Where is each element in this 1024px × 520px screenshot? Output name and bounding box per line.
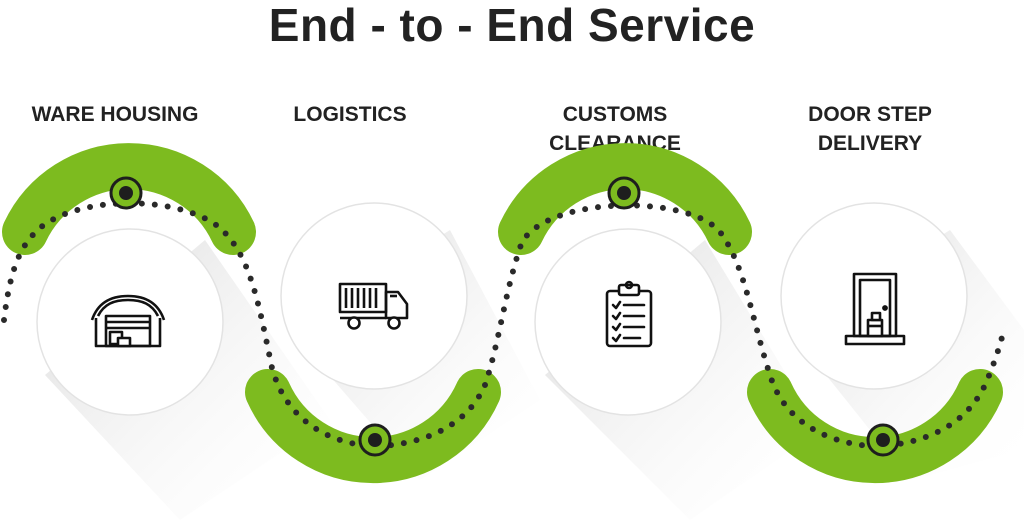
- step-label-warehousing: WARE HOUSING: [31, 103, 199, 126]
- clipboard-checklist-icon: [605, 280, 653, 348]
- step-circle-2: [280, 202, 468, 390]
- page-title: End - to - End Service: [268, 0, 756, 51]
- arc-marker-3: [607, 176, 641, 210]
- truck-icon: [338, 282, 409, 330]
- warehouse-icon: [90, 294, 166, 348]
- step-circle-4: [780, 202, 968, 390]
- step-label-door-step-delivery: DOOR STEP DELIVERY: [808, 103, 932, 155]
- door-package-icon: [844, 272, 906, 346]
- arc-marker-2: [358, 423, 392, 457]
- arc-marker-1: [109, 176, 143, 210]
- accent-arc-bottom-2: [245, 369, 501, 484]
- dotted-connector: [1, 200, 1007, 450]
- step-label-logistics: LOGISTICS: [293, 103, 407, 126]
- accent-arc-top-3: [498, 143, 752, 255]
- arc-marker-4: [866, 423, 900, 457]
- accent-arc-top-1: [2, 143, 256, 255]
- step-circle-3: [534, 228, 722, 416]
- accent-arc-bottom-4: [747, 369, 1003, 484]
